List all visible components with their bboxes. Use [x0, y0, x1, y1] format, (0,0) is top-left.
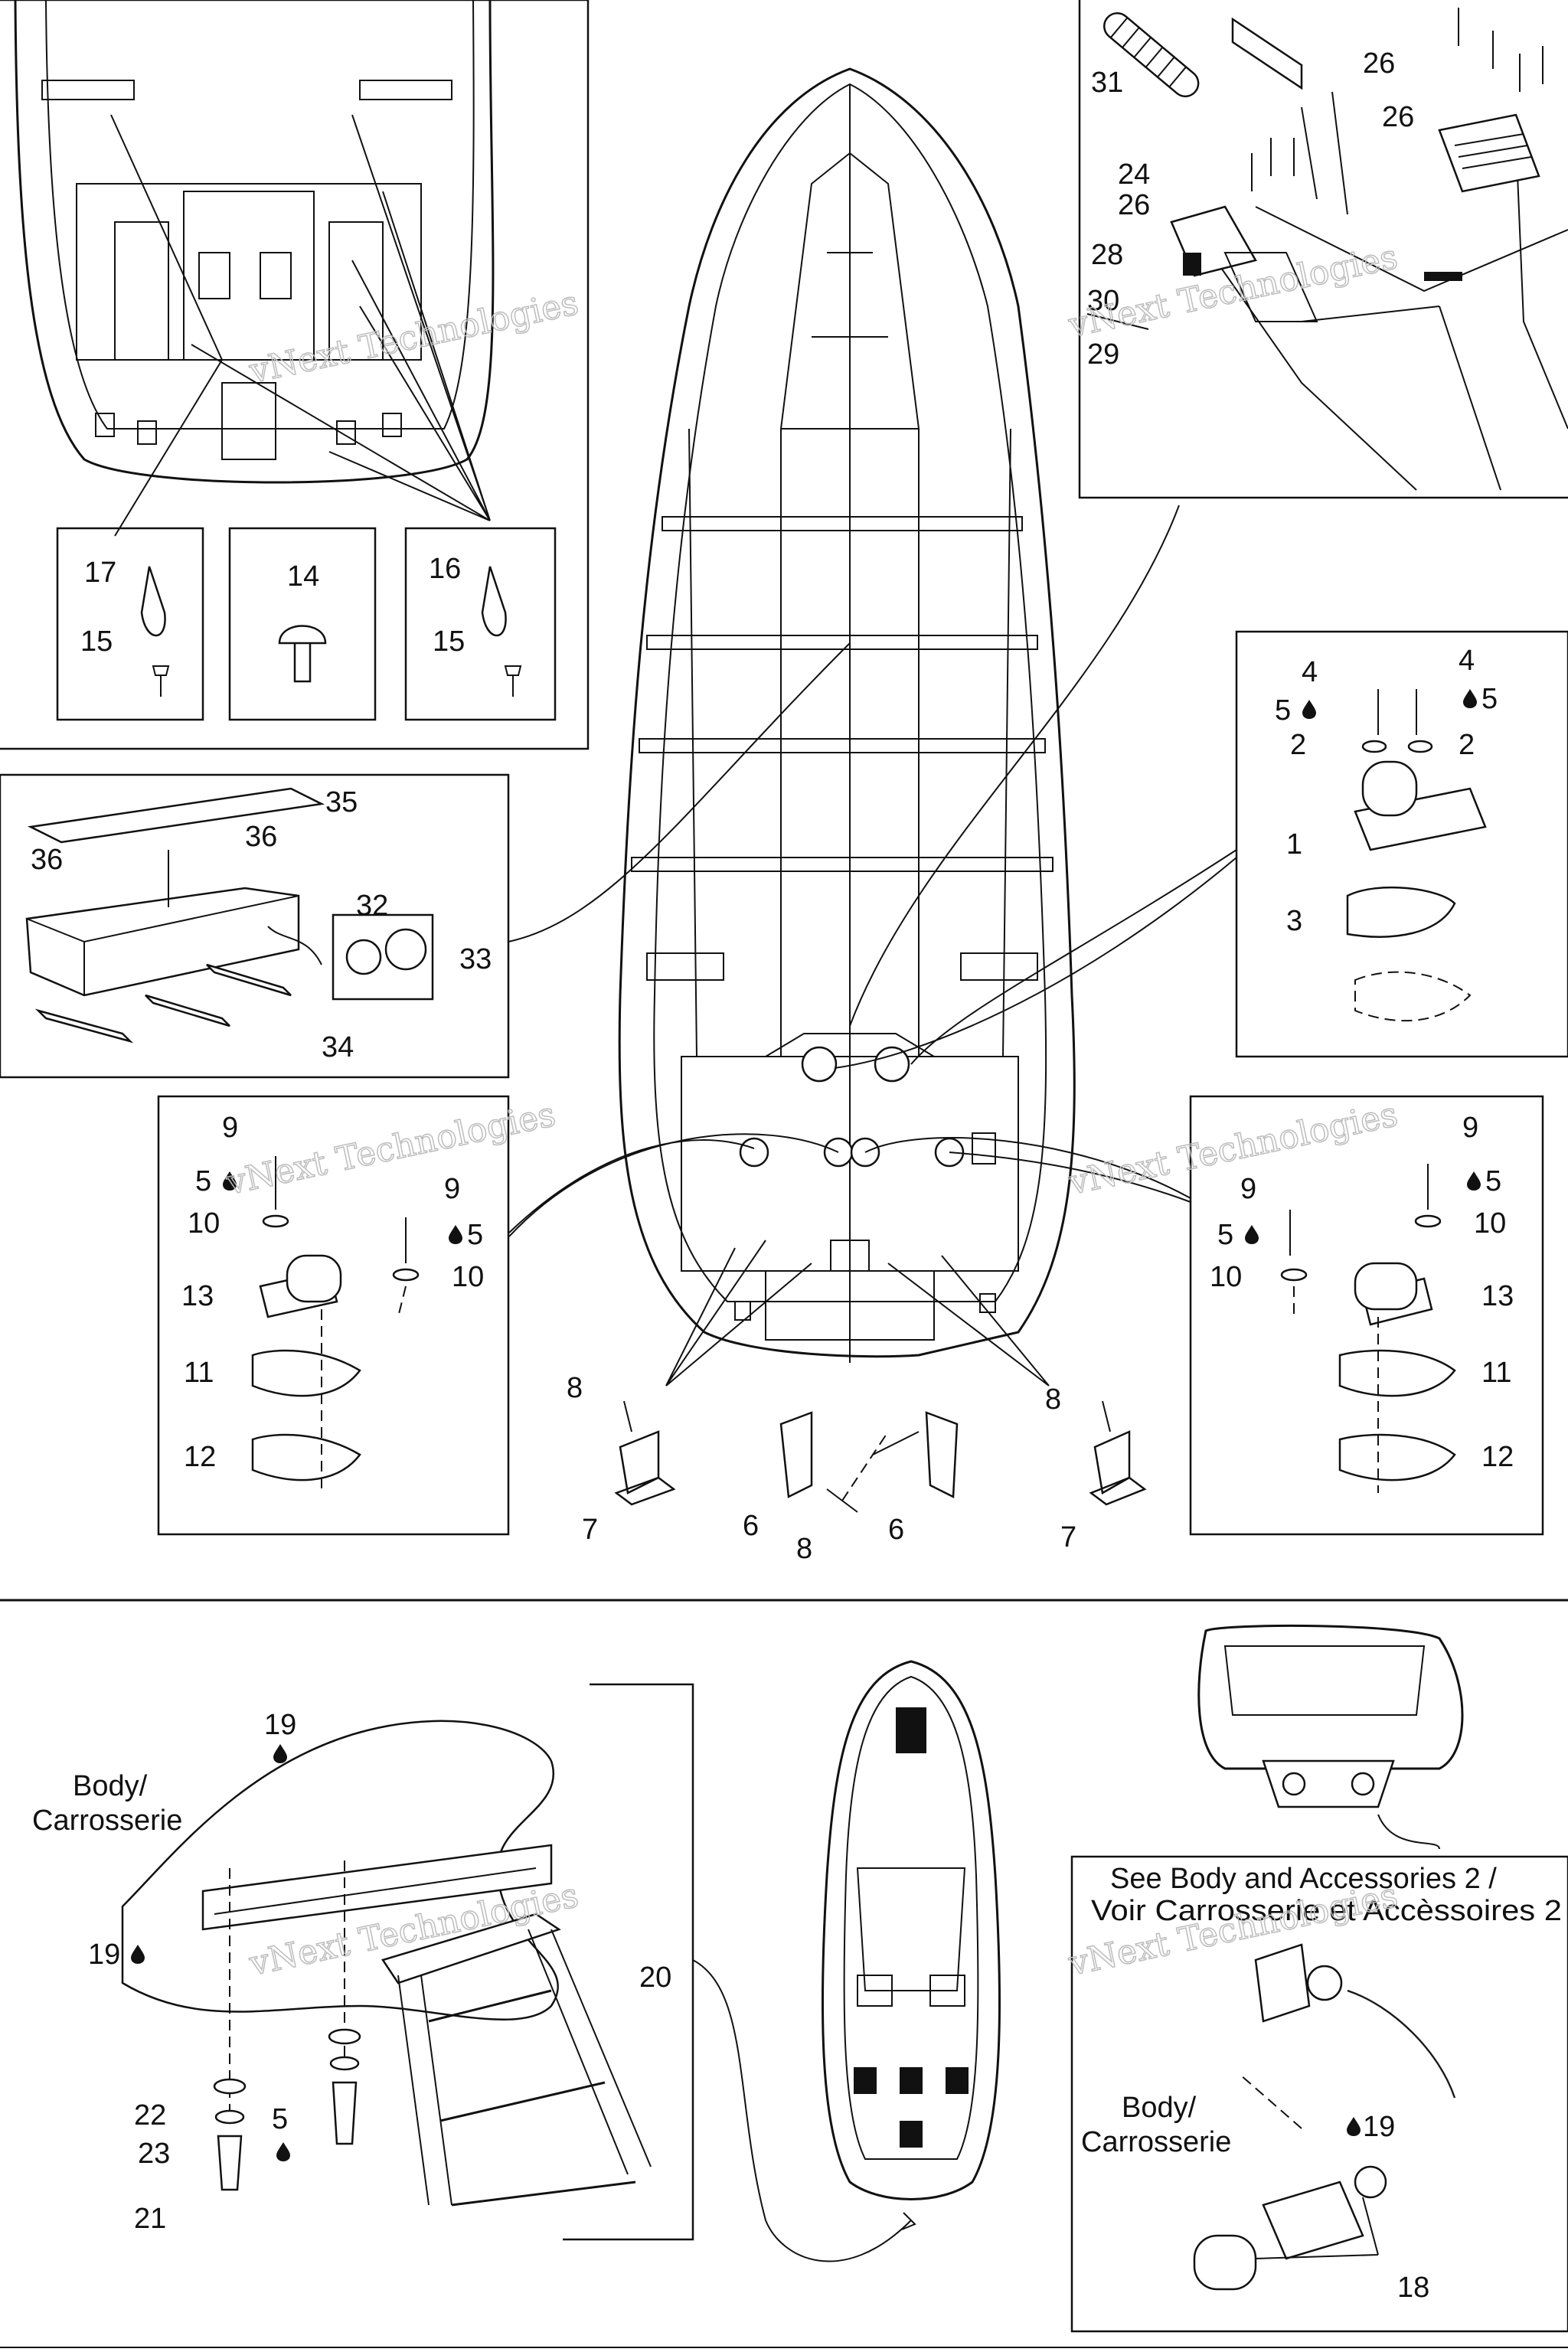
callout-5-f: 5	[1217, 1219, 1233, 1251]
drop-icon	[276, 2142, 290, 2161]
boat-top-view	[821, 1660, 1001, 2200]
callout-19-right: 19	[1363, 2111, 1395, 2143]
watermark: vNext Technologies	[1065, 1095, 1401, 1203]
callouts: 17 15 14 16 15 31 26 26 24 26 28 30 29 3…	[31, 47, 1514, 2304]
drop-icon	[273, 1744, 287, 1763]
callout-22: 22	[134, 2099, 166, 2132]
callout-19-left: 19	[88, 1939, 120, 1971]
callout-34: 34	[322, 1031, 354, 1063]
motor-mount-box-right	[1189, 1095, 1544, 1536]
body-label-left-line1: Body/	[73, 1770, 148, 1802]
callout-11-right: 11	[1481, 1357, 1511, 1389]
callout-9-d: 9	[1240, 1173, 1256, 1205]
callout-8-right: 8	[1045, 1383, 1061, 1416]
callout-6-left: 6	[743, 1510, 759, 1542]
callout-1: 1	[1286, 828, 1302, 861]
motor-mount-box-right-top	[1235, 630, 1568, 1058]
callout-31: 31	[1091, 67, 1123, 99]
callout-5-d: 5	[467, 1219, 483, 1251]
drop-icon	[1245, 1225, 1259, 1244]
drop-icon	[449, 1225, 462, 1244]
storage-tray-box	[0, 773, 510, 1079]
callout-29: 29	[1087, 338, 1119, 371]
callout-32: 32	[356, 890, 388, 922]
callout-15-right: 15	[433, 626, 465, 658]
callout-10-d: 10	[1210, 1261, 1242, 1293]
callout-30: 30	[1087, 285, 1119, 317]
callout-15-left: 15	[80, 626, 113, 658]
callout-12-right: 12	[1481, 1441, 1514, 1473]
callout-36-right: 36	[245, 821, 277, 853]
callout-24: 24	[1118, 158, 1150, 191]
callout-11-left: 11	[184, 1357, 214, 1389]
see-reference-line2: Voir Carrosserie et Accèssoires 2	[1091, 1895, 1562, 1927]
callout-26-top: 26	[1363, 47, 1395, 80]
motor-mount-box-left	[157, 1095, 510, 1536]
drop-icon	[1302, 700, 1316, 719]
callout-2-left: 2	[1290, 729, 1306, 761]
callout-5-e: 5	[1485, 1165, 1501, 1197]
drop-icon	[1467, 1171, 1481, 1191]
rear-hull-detail	[0, 0, 590, 750]
callout-19-top: 19	[264, 1709, 296, 1741]
callout-17: 17	[84, 557, 116, 589]
drop-icon	[1463, 689, 1477, 708]
callout-21: 21	[134, 2203, 166, 2235]
see-reference-line1: See Body and Accessories 2 /	[1110, 1863, 1497, 1895]
callout-26-low: 26	[1118, 189, 1150, 221]
callout-20: 20	[639, 1962, 671, 1994]
callout-35: 35	[325, 786, 358, 818]
callout-5-b: 5	[1481, 683, 1498, 715]
callout-3: 3	[1286, 905, 1302, 937]
callout-4-right: 4	[1459, 645, 1475, 677]
body-label-right-line2: Carrosserie	[1081, 2126, 1231, 2158]
callout-9-c: 9	[1462, 1112, 1478, 1144]
callout-13-left: 13	[181, 1280, 214, 1312]
callout-10-c: 10	[1474, 1207, 1506, 1240]
body-label-left-line2: Carrosserie	[32, 1805, 182, 1837]
callout-12-left: 12	[184, 1441, 216, 1473]
callout-36-left: 36	[31, 844, 63, 876]
brackets-6-7	[614, 1400, 1147, 1513]
callout-16: 16	[429, 553, 461, 585]
boarding-ladder	[121, 1683, 916, 2262]
callout-4-left: 4	[1302, 656, 1318, 688]
hull-bottom-view	[508, 67, 1237, 1387]
watermarks: vNext Technologies vNext Technologies vN…	[222, 237, 1402, 1984]
callout-23: 23	[138, 2138, 170, 2170]
callout-33: 33	[459, 943, 492, 975]
callout-8-left: 8	[567, 1372, 583, 1404]
callout-10-b: 10	[452, 1261, 484, 1293]
callout-9-b: 9	[444, 1173, 460, 1205]
drain-plug-detail	[1070, 1624, 1568, 2333]
callout-14: 14	[287, 560, 319, 593]
drop-icon	[1347, 2117, 1361, 2136]
callout-7-left: 7	[582, 1514, 598, 1546]
callout-18: 18	[1397, 2272, 1429, 2304]
callout-5-g: 5	[272, 2103, 288, 2135]
callout-5-c: 5	[195, 1165, 211, 1197]
callout-5-a: 5	[1275, 694, 1291, 727]
callout-10-a: 10	[188, 1207, 220, 1240]
callout-26-mid: 26	[1382, 101, 1414, 133]
callout-7-right: 7	[1060, 1521, 1076, 1553]
text-labels: Body/ Carrosserie Body/ Carrosserie See …	[32, 1770, 1562, 2158]
deck-detail	[1078, 0, 1568, 499]
callout-6-right: 6	[888, 1514, 904, 1546]
callout-13-right: 13	[1481, 1280, 1514, 1312]
body-label-right-line1: Body/	[1122, 2092, 1197, 2124]
callout-2-right: 2	[1459, 729, 1475, 761]
callout-9-a: 9	[222, 1112, 238, 1144]
callout-8-center: 8	[796, 1533, 812, 1565]
callout-28: 28	[1091, 239, 1123, 271]
